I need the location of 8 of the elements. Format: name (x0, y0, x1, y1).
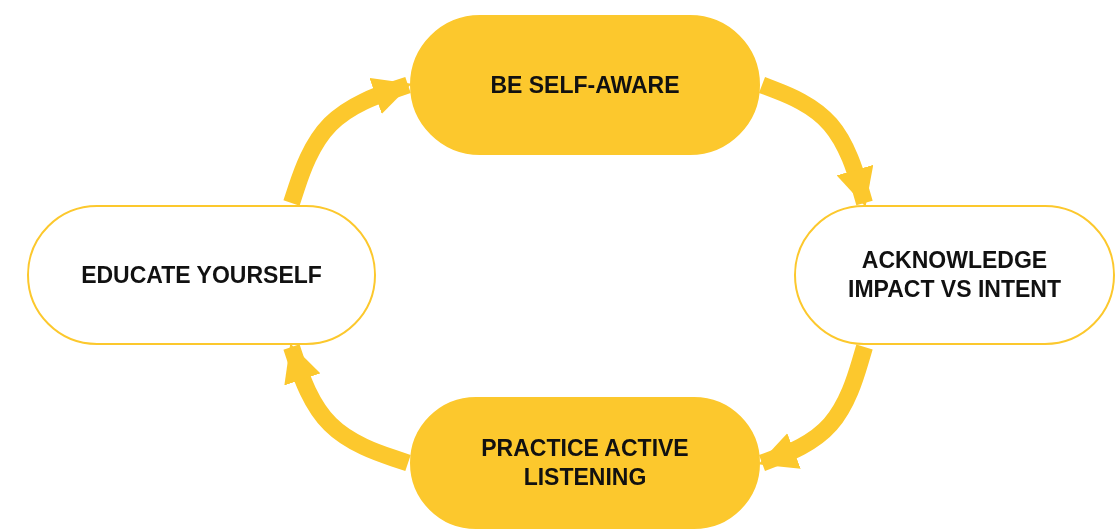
curved-arrow (758, 77, 874, 207)
curved-arrow (283, 76, 412, 206)
curved-arrow (758, 344, 873, 471)
node-label: PRACTICE ACTIVE LISTENING (480, 434, 690, 492)
node-label: ACKNOWLEDGE IMPACT VS INTENT (847, 246, 1062, 304)
node-label: EDUCATE YOURSELF (81, 260, 322, 290)
node-label: BE SELF-AWARE (490, 70, 680, 100)
curved-arrow (283, 343, 411, 472)
